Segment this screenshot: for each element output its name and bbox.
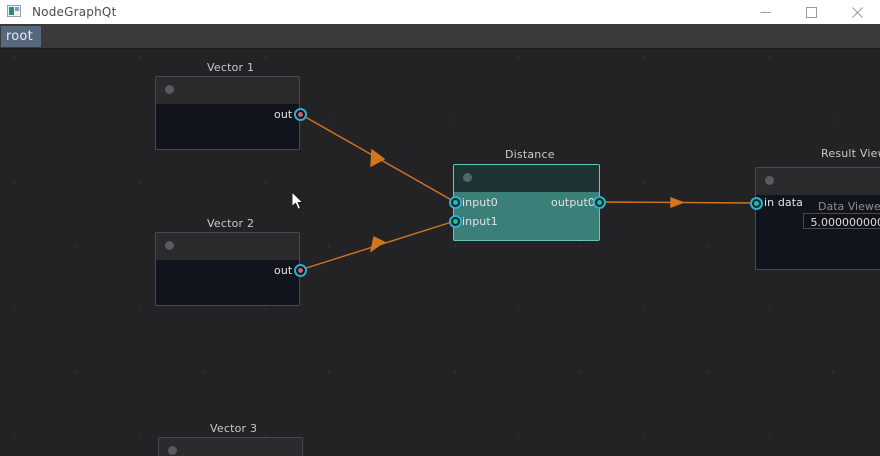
node-title-vector1: Vector 1	[207, 61, 255, 74]
node-header-distance	[454, 165, 599, 192]
output-port-vector2-out[interactable]	[293, 263, 307, 277]
node-distance[interactable]	[453, 164, 600, 241]
graph-canvas[interactable]: Vector 1 out Vector 2 out Vector 3	[0, 49, 880, 456]
node-status-dot-icon[interactable]	[168, 446, 177, 455]
connection-vector2-to-distance-input1	[299, 220, 456, 271]
maximize-button[interactable]	[788, 0, 834, 24]
port-label-vector2-out: out	[274, 264, 293, 277]
input-port-distance-input1[interactable]	[448, 214, 462, 228]
input-port-resultview-in-data[interactable]	[749, 196, 763, 210]
port-label-distance-input1: input1	[462, 215, 498, 228]
close-button[interactable]	[834, 0, 880, 24]
port-label-distance-input0: input0	[462, 196, 498, 209]
output-port-vector1-out[interactable]	[293, 107, 307, 121]
node-status-dot-icon[interactable]	[463, 173, 472, 182]
node-header-vector2	[156, 233, 299, 260]
minimize-button[interactable]	[742, 0, 788, 24]
node-title-vector2: Vector 2	[207, 217, 255, 230]
mouse-cursor	[291, 191, 305, 215]
port-label-distance-output0: output0	[551, 196, 595, 209]
data-viewer-label: Data Viewer	[818, 200, 880, 213]
cursor-arrow-icon	[291, 191, 304, 210]
breadcrumb: root	[0, 24, 880, 49]
close-icon	[851, 6, 863, 18]
node-title-vector3: Vector 3	[210, 422, 258, 435]
breadcrumb-item-label: root	[6, 28, 33, 44]
node-vector3[interactable]	[158, 437, 303, 456]
window-titlebar: NodeGraphQt	[0, 0, 880, 25]
breadcrumb-item-root[interactable]: root	[1, 25, 41, 47]
node-header-vector3	[159, 438, 302, 456]
maximize-icon	[805, 6, 817, 18]
node-header-resultview	[756, 168, 880, 195]
connection-layer	[299, 113, 757, 271]
node-title-distance: Distance	[505, 148, 555, 161]
app-graph-icon	[7, 4, 23, 20]
node-status-dot-icon[interactable]	[165, 241, 174, 250]
output-port-distance-output0[interactable]	[592, 195, 606, 209]
node-vector2[interactable]	[155, 232, 300, 306]
port-label-resultview-in-data: in data	[764, 196, 804, 209]
node-status-dot-icon[interactable]	[765, 176, 774, 185]
node-vector1[interactable]	[155, 76, 300, 150]
connection-vector1-to-distance-input0	[299, 113, 456, 203]
connection-distance-to-resultview	[597, 196, 757, 209]
node-body-resultview	[756, 195, 880, 269]
node-header-vector1	[156, 77, 299, 104]
node-body-distance	[454, 192, 599, 240]
data-viewer-value-field[interactable]: 5.0000000000	[803, 213, 880, 229]
window-title: NodeGraphQt	[32, 5, 117, 19]
port-label-vector1-out: out	[274, 108, 293, 121]
node-body-vector2	[156, 260, 299, 305]
minimize-icon	[760, 11, 770, 13]
node-title-resultview: Result View	[821, 147, 880, 160]
input-port-distance-input0[interactable]	[448, 195, 462, 209]
node-body-vector1	[156, 104, 299, 149]
node-status-dot-icon[interactable]	[165, 85, 174, 94]
